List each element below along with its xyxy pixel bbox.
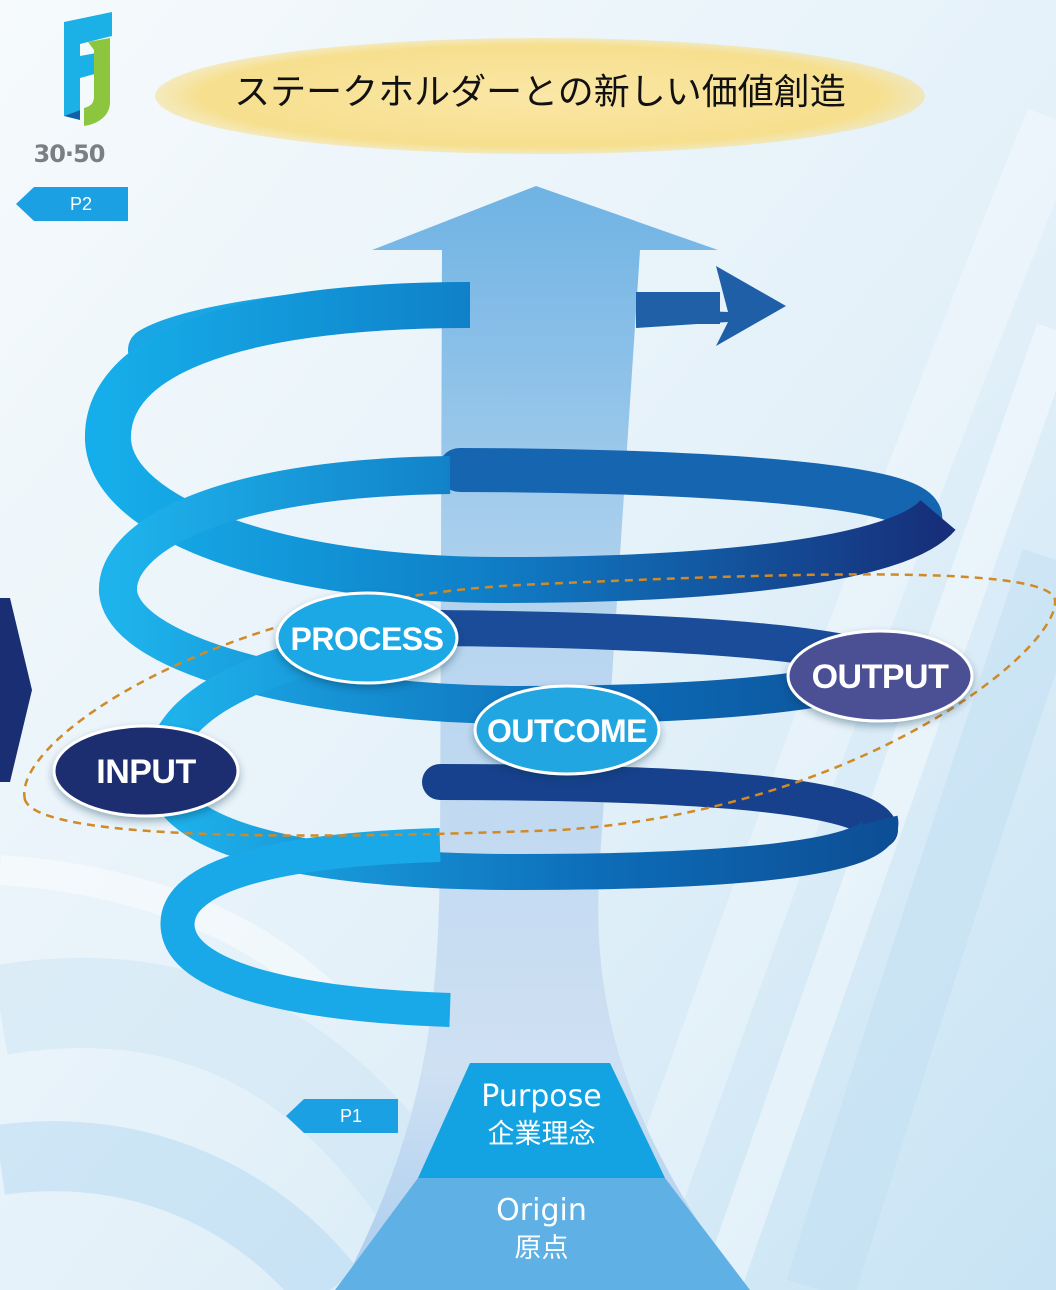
tag-arrow-icon: [16, 187, 128, 221]
output-oval: [786, 629, 974, 723]
outcome-oval: [473, 684, 661, 776]
outcome-label: OUTCOME: [486, 713, 648, 749]
origin-ja: 原点: [514, 1233, 569, 1264]
page2-tag[interactable]: P2: [16, 187, 128, 221]
purpose-en: Purpose: [481, 1079, 602, 1114]
tag-arrow-icon: [286, 1099, 398, 1133]
logo-subtitle: 30·50: [14, 140, 124, 168]
process-label: PROCESS: [290, 621, 444, 657]
process-oval: [275, 591, 459, 685]
purpose-label: Purpose 企業理念: [418, 1078, 665, 1154]
purpose-block: [418, 1063, 665, 1178]
spiral-front: [85, 266, 956, 1027]
dashed-orbit: [23, 573, 1056, 837]
origin-label: Origin 原点: [418, 1192, 665, 1268]
page1-tag-label: P1: [339, 1106, 363, 1126]
origin-block: [335, 1178, 750, 1290]
page2-tag-label: P2: [69, 194, 93, 214]
input-label: INPUT: [96, 753, 196, 791]
output-label: OUTPUT: [811, 658, 949, 696]
goal-title: ステークホルダーとの新しい価値創造: [234, 72, 846, 113]
purpose-ja: 企業理念: [487, 1119, 596, 1150]
left-chevron-icon[interactable]: [0, 598, 32, 782]
brand-logo: [64, 12, 112, 126]
page1-tag[interactable]: P1: [286, 1099, 398, 1133]
input-oval: [52, 724, 240, 818]
origin-en: Origin: [496, 1193, 587, 1228]
logo-subtitle-text: 30·50: [33, 140, 106, 168]
goal-oval: [155, 38, 925, 154]
